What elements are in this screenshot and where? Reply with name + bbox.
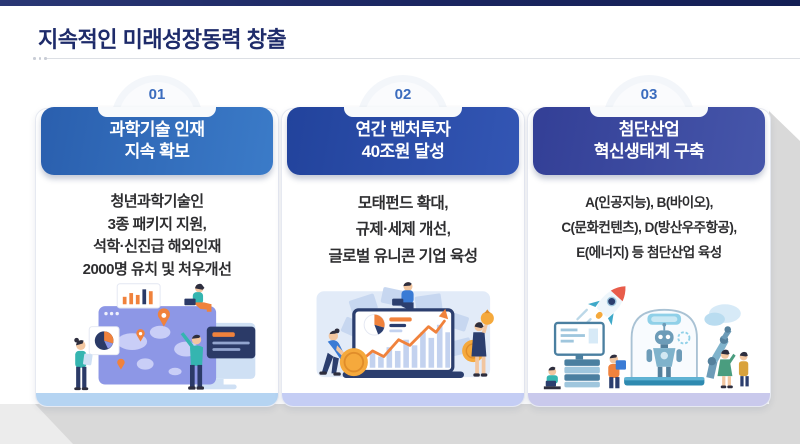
robot-lab-illustration <box>533 280 765 392</box>
body-line: 모태펀드 확대, <box>357 195 449 212</box>
card-science-talent: 01 과학기술 인재 지속 확보 청년과학기술인 3종 패키지 지원, 석학·신… <box>35 82 279 407</box>
world-map-dashboard-graphic <box>73 283 255 391</box>
card-body-text: 청년과학기술인 3종 패키지 지원, 석학·신진급 해외인재 2000명 유치 … <box>42 191 272 281</box>
header-notch <box>98 107 216 117</box>
body-line: 규제·세제 개선, <box>355 221 451 239</box>
header-line: 지속 확보 <box>124 142 190 161</box>
card-venture-investment: 02 연간 벤처투자 40조원 달성 모태펀드 확대, 규제·세제 개선, 글로… <box>281 82 525 407</box>
card-footer-strip <box>528 393 770 406</box>
title-dots <box>33 57 47 60</box>
growth-chart-graphic <box>316 282 494 378</box>
header-notch <box>344 107 462 117</box>
card-hightech-ecosystem: 03 첨단산업 혁신생태계 구축 A(인공지능), B(바이오), C(문화컨텐… <box>527 82 771 407</box>
body-line: C(문화컨텐츠), D(방산우주항공), <box>561 219 737 235</box>
card-number: 02 <box>394 86 412 103</box>
investment-growth-illustration <box>287 280 519 392</box>
top-accent-bar <box>0 0 800 6</box>
page-title: 지속적인 미래성장동력 창출 <box>38 27 287 52</box>
card-body-text: 모태펀드 확대, 규제·세제 개선, 글로벌 유니콘 기업 육성 <box>288 191 518 270</box>
card-header: 과학기술 인재 지속 확보 <box>41 107 273 175</box>
body-line: 석학·신진급 해외인재 <box>93 238 221 255</box>
body-line: A(인공지능), B(바이오), <box>585 195 713 210</box>
card-number: 01 <box>148 86 166 103</box>
header-line: 연간 벤처투자 <box>355 119 451 139</box>
header-line: 과학기술 인재 <box>109 119 205 139</box>
card-body-text: A(인공지능), B(바이오), C(문화컨텐츠), D(방산우주항공), E(… <box>534 191 764 266</box>
header-line: 40조원 달성 <box>361 142 445 161</box>
body-line: 청년과학기술인 <box>110 193 204 210</box>
robot-incubator-graphic <box>543 286 749 390</box>
body-line: 3종 패키지 지원, <box>107 215 207 233</box>
card-header: 연간 벤처투자 40조원 달성 <box>287 107 519 175</box>
header-line: 혁신생태계 구축 <box>593 142 705 161</box>
card-header: 첨단산업 혁신생태계 구축 <box>533 107 765 175</box>
card-footer-strip <box>36 393 278 406</box>
body-line: E(에너지) 등 첨단산업 육성 <box>576 244 722 260</box>
card-footer-strip <box>282 393 524 406</box>
title-underline <box>47 58 800 59</box>
card-number: 03 <box>640 86 658 103</box>
header-line: 첨단산업 <box>618 119 680 139</box>
body-line: 글로벌 유니콘 기업 육성 <box>328 247 478 265</box>
header-notch <box>590 107 708 117</box>
talent-dashboard-illustration <box>41 280 273 392</box>
body-line: 2000명 유치 및 처우개선 <box>82 260 232 278</box>
